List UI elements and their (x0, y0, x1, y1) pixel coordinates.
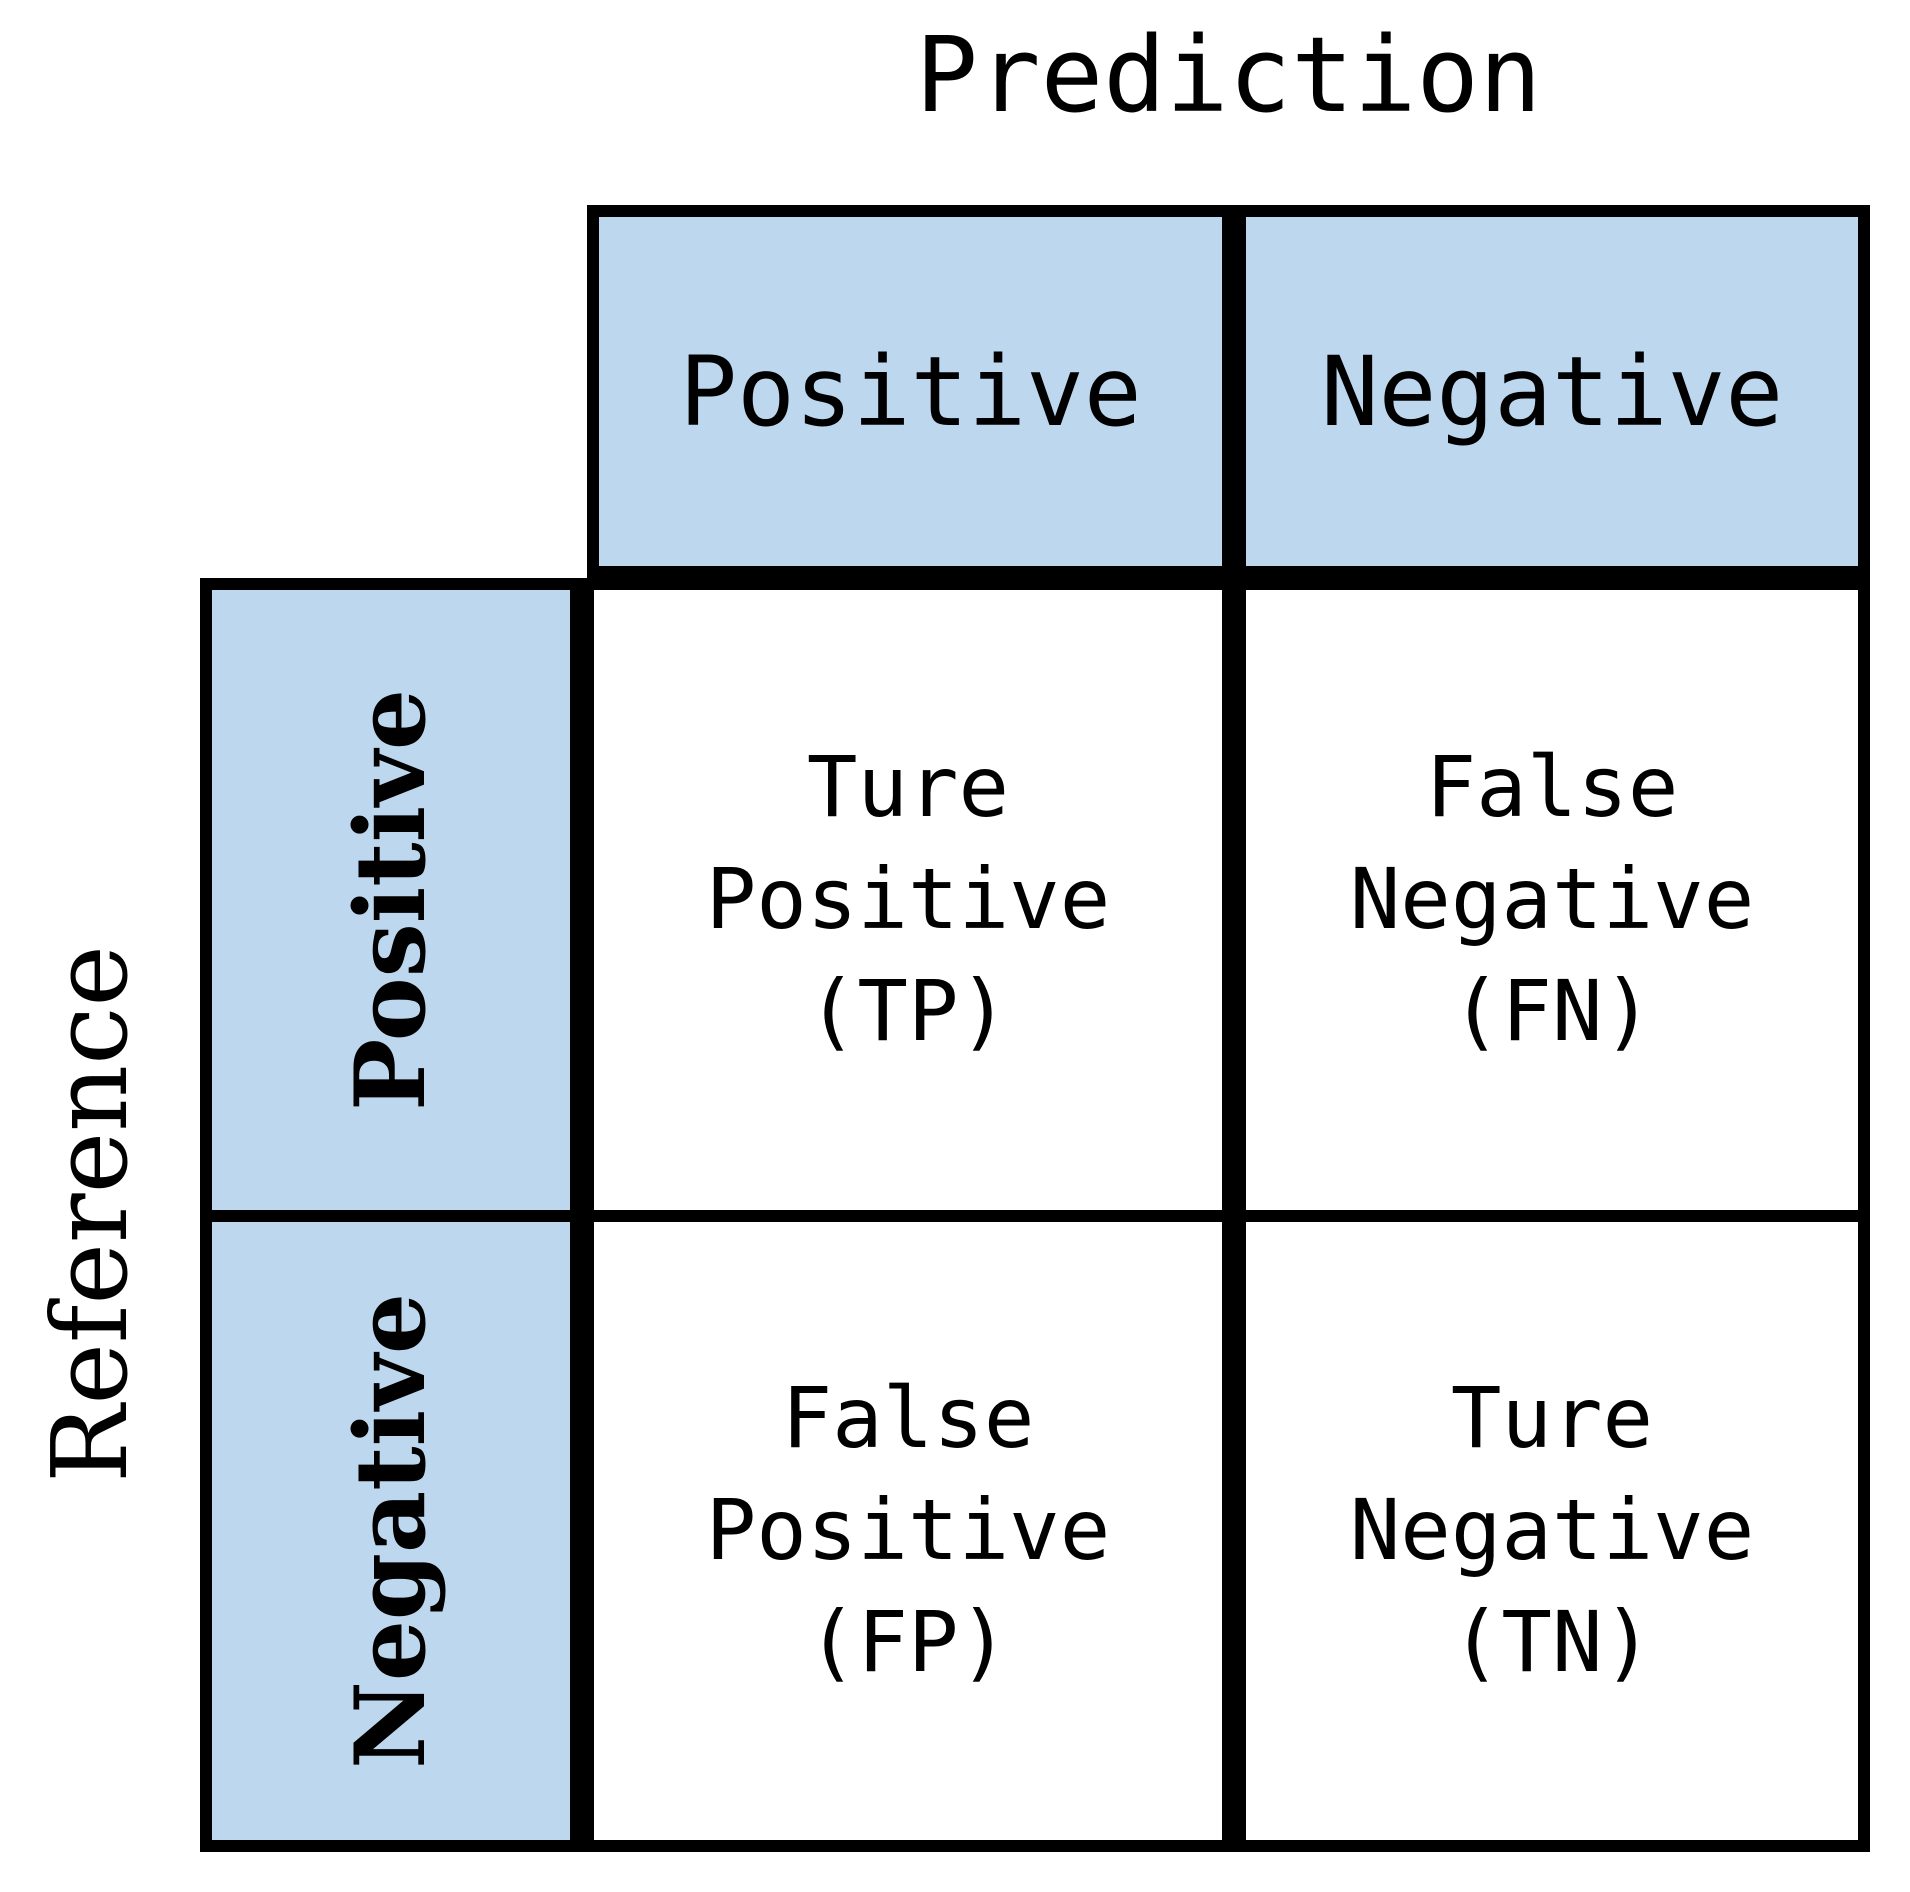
row-header-positive-text: Positive (334, 689, 448, 1111)
cell-true-positive-line1: Ture (806, 738, 1010, 837)
column-header-positive: Positive (587, 205, 1234, 578)
cell-true-positive-line2: Positive (705, 850, 1111, 949)
cell-false-negative-line3: (FN) (1450, 961, 1654, 1060)
row-header-positive: Positive (200, 578, 582, 1222)
cell-true-negative-line1: Ture (1450, 1369, 1654, 1468)
row-header-negative-text: Negative (334, 1293, 448, 1769)
cell-false-positive: False Positive (FP) (582, 1210, 1234, 1852)
cell-false-negative-line1: False (1425, 738, 1679, 837)
cell-true-positive-line3: (TP) (806, 961, 1010, 1060)
cell-false-negative-line2: Negative (1349, 850, 1755, 949)
reference-axis-label-text: Reference (29, 945, 151, 1483)
cell-false-positive-line3: (FP) (806, 1592, 1010, 1691)
prediction-axis-label: Prediction (915, 14, 1542, 136)
cell-false-positive-line2: Positive (705, 1481, 1111, 1580)
cell-false-positive-line1: False (781, 1369, 1035, 1468)
cell-false-negative: False Negative (FN) (1234, 578, 1870, 1222)
reference-axis-label: Reference (10, 588, 170, 1840)
cell-true-negative-line2: Negative (1349, 1481, 1755, 1580)
cell-true-positive: Ture Positive (TP) (582, 578, 1234, 1222)
row-header-negative: Negative (200, 1210, 582, 1852)
cell-true-negative: Ture Negative (TN) (1234, 1210, 1870, 1852)
column-header-negative: Negative (1234, 205, 1870, 578)
cell-true-negative-line3: (TN) (1450, 1592, 1654, 1691)
